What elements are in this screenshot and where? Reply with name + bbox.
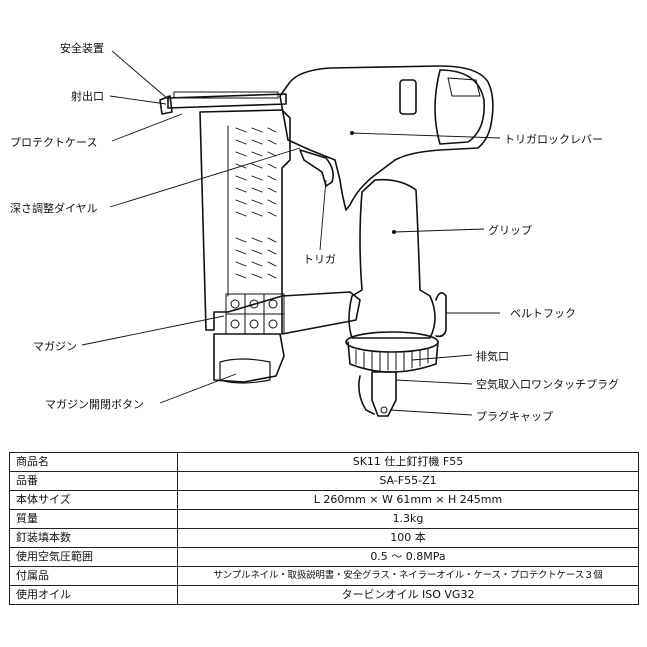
spec-value: L 260mm × W 61mm × H 245mm	[177, 490, 639, 510]
label-trigger-lock: トリガロックレバー	[504, 133, 603, 146]
label-muzzle: 射出口	[71, 89, 104, 103]
spec-label: 使用オイル	[9, 585, 178, 605]
table-row: 本体サイズ L 260mm × W 61mm × H 245mm	[9, 490, 639, 510]
label-magazine: マガジン	[33, 340, 77, 353]
table-row: 使用オイル タービンオイル ISO VG32	[9, 585, 639, 605]
label-protect-case: プロテクトケース	[10, 136, 97, 149]
spec-label: 使用空気圧範囲	[9, 547, 178, 567]
spec-label: 商品名	[9, 452, 178, 472]
spec-label: 釘装填本数	[9, 528, 178, 548]
label-trigger: トリガ	[303, 253, 336, 266]
spec-value: 100 本	[177, 528, 639, 548]
spec-value: 1.3kg	[177, 509, 639, 529]
table-row: 使用空気圧範囲 0.5 ～ 0.8MPa	[9, 547, 639, 567]
table-row: 商品名 SK11 仕上釘打機 F55	[9, 452, 639, 472]
spec-value: サンプルネイル・取扱説明書・安全グラス・ネイラーオイル・ケース・プロテクトケース…	[177, 566, 639, 586]
label-grip: グリップ	[488, 223, 532, 237]
label-air-plug: 空気取入口ワンタッチプラグ	[476, 377, 619, 391]
spec-label: 本体サイズ	[9, 490, 178, 510]
label-belt-hook: ベルトフック	[510, 307, 576, 320]
table-row: 品番 SA-F55-Z1	[9, 471, 639, 491]
spec-label: 付属品	[9, 566, 178, 586]
label-depth-dial: 深さ調整ダイヤル	[10, 201, 98, 215]
spec-label: 質量	[9, 509, 178, 529]
table-row: 釘装填本数 100 本	[9, 528, 639, 548]
nail-gun-illustration	[159, 65, 494, 417]
table-row: 付属品 サンプルネイル・取扱説明書・安全グラス・ネイラーオイル・ケース・プロテク…	[9, 566, 639, 586]
spec-label: 品番	[9, 471, 178, 491]
spec-value: SK11 仕上釘打機 F55	[177, 452, 639, 472]
label-exhaust: 排気口	[476, 349, 509, 363]
spec-value: タービンオイル ISO VG32	[177, 585, 639, 605]
spec-value: SA-F55-Z1	[177, 471, 639, 491]
label-magazine-button: マガジン開閉ボタン	[45, 398, 144, 411]
nail-gun-diagram: 安全装置 射出口 プロテクトケース 深さ調整ダイヤル トリガ マガジン マガジン…	[10, 41, 619, 423]
label-safety: 安全装置	[60, 41, 104, 55]
label-plug-cap: プラグキャップ	[476, 409, 553, 423]
spec-value: 0.5 ～ 0.8MPa	[177, 547, 639, 567]
leader-lines	[81, 50, 501, 416]
table-row: 質量 1.3kg	[9, 509, 639, 529]
spec-table: 商品名 SK11 仕上釘打機 F55 品番 SA-F55-Z1 本体サイズ L …	[9, 452, 639, 605]
